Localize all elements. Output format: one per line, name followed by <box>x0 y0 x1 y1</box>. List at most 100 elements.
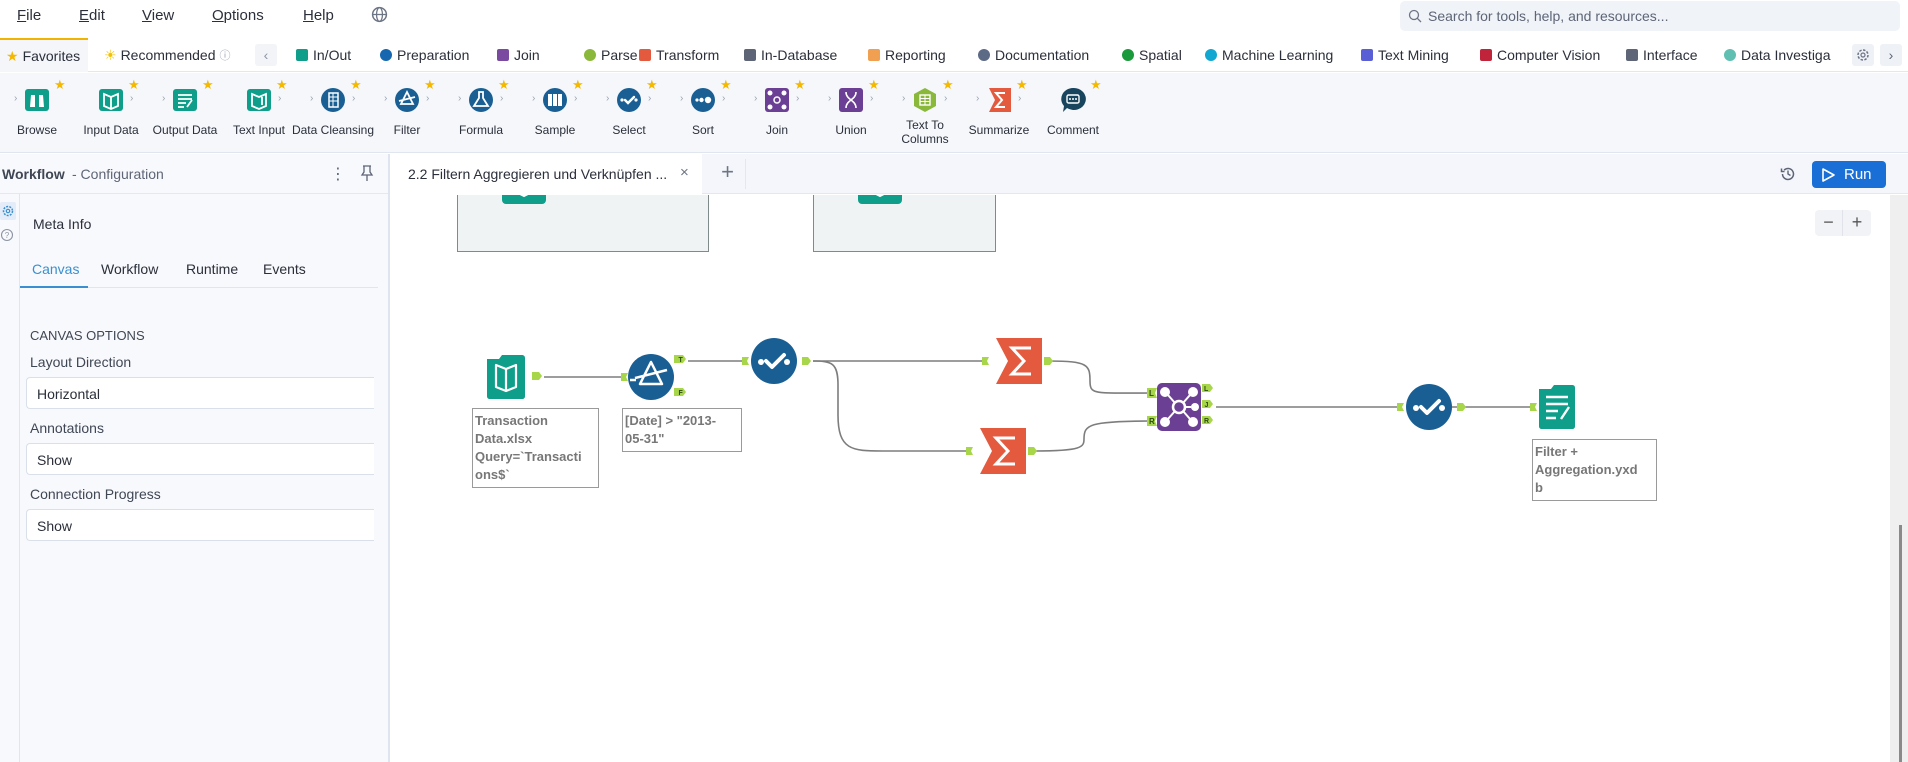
category-settings-button[interactable] <box>1852 44 1874 66</box>
join-network-icon: L R L J R <box>1147 383 1213 431</box>
configuration-rail-button[interactable] <box>0 202 16 220</box>
tab-spatial[interactable]: Spatial <box>1122 38 1182 72</box>
output-data-annotation[interactable]: Filter + Aggregation.yxd b <box>1532 439 1657 501</box>
vertical-scrollbar[interactable] <box>1890 195 1908 762</box>
annotations-select[interactable]: Show <box>26 443 374 475</box>
favorite-star-icon[interactable]: ★ <box>424 77 436 92</box>
tab-transform[interactable]: Transform <box>639 38 719 72</box>
tab-computer-vision[interactable]: Computer Vision <box>1480 38 1600 72</box>
book-icon <box>502 195 546 204</box>
join-node[interactable]: L R L J R <box>1147 381 1219 440</box>
tool-label: Text Input <box>232 123 286 137</box>
tool-sort[interactable]: ››★Sort <box>658 73 748 153</box>
summarize-node[interactable] <box>966 426 1042 481</box>
tool-input-data[interactable]: ›★Input Data <box>66 73 156 153</box>
input-data-annotation[interactable]: Transaction Data.xlsx Query=`Transacti o… <box>472 408 599 488</box>
category-label: Text Mining <box>1378 47 1449 63</box>
favorite-star-icon[interactable]: ★ <box>498 77 510 92</box>
tab-workflow[interactable]: Workflow <box>101 261 159 277</box>
favorite-star-icon[interactable]: ★ <box>1090 77 1102 92</box>
menu-view[interactable]: View <box>142 7 174 24</box>
tool-union[interactable]: ››★Union <box>806 73 896 153</box>
select-node[interactable] <box>742 336 818 391</box>
run-button[interactable]: Run <box>1812 161 1886 188</box>
close-tab-icon[interactable]: × <box>680 164 689 181</box>
favorite-star-icon[interactable]: ★ <box>868 77 880 92</box>
tool-sample[interactable]: ››★Sample <box>510 73 600 153</box>
category-label: Join <box>514 47 540 63</box>
output-data-node[interactable] <box>1530 383 1590 436</box>
tab-events[interactable]: Events <box>263 261 306 277</box>
globe-icon[interactable] <box>371 6 388 23</box>
tab-text-mining[interactable]: Text Mining <box>1361 38 1449 72</box>
menu-edit[interactable]: Edit <box>79 7 105 24</box>
tool-text-input[interactable]: ›★Text Input <box>214 73 304 153</box>
filter-annotation[interactable]: [Date] > "2013- 05-31" <box>622 408 742 452</box>
tab-interface[interactable]: Interface <box>1626 38 1697 72</box>
menu-options[interactable]: Options <box>212 7 264 24</box>
tab-reporting[interactable]: Reporting <box>868 38 946 72</box>
tab-parse[interactable]: Parse <box>584 38 638 72</box>
filter-node[interactable]: T F <box>621 350 693 407</box>
pin-icon[interactable] <box>360 165 374 181</box>
menu-help[interactable]: Help <box>303 7 334 24</box>
menu-file[interactable]: File <box>17 7 41 24</box>
tab-machine-learning[interactable]: Machine Learning <box>1205 38 1333 72</box>
tool-label: Join <box>765 123 788 137</box>
new-tab-button[interactable]: + <box>710 159 746 189</box>
tool-join[interactable]: ››★Join <box>732 73 822 153</box>
tool-data-cleansing[interactable]: ››★Data Cleansing <box>288 73 378 153</box>
favorite-star-icon[interactable]: ★ <box>646 77 658 92</box>
tool-summarize[interactable]: ››★Summarize <box>954 73 1044 153</box>
zoom-in-button[interactable]: + <box>1851 212 1863 232</box>
favorite-star-icon[interactable]: ★ <box>794 77 806 92</box>
help-icon[interactable]: ? <box>0 228 14 242</box>
tool-text-to-columns[interactable]: ››★Text To Columns <box>880 73 970 153</box>
workflow-canvas[interactable]: Transaction Data.xlsx Query=`Transacti o… <box>392 195 1890 762</box>
connection-progress-select[interactable]: Show <box>26 509 374 541</box>
document-tab-bar: 2.2 Filtern Aggregieren und Verknüpfen .… <box>392 154 1908 194</box>
more-options-icon[interactable]: ⋮ <box>330 166 346 183</box>
favorite-star-icon[interactable]: ★ <box>350 77 362 92</box>
workflow-tab[interactable]: 2.2 Filtern Aggregieren und Verknüpfen .… <box>392 154 702 194</box>
tab-recommended[interactable]: ☀Recommended ⓘ <box>104 38 231 72</box>
scroll-left-button[interactable]: ‹ <box>255 44 277 66</box>
tab-runtime[interactable]: Runtime <box>186 261 239 277</box>
favorite-star-icon[interactable]: ★ <box>942 77 954 92</box>
summarize-node[interactable] <box>982 336 1058 391</box>
tool-container[interactable] <box>813 195 996 252</box>
tool-browse[interactable]: ›★Browse <box>0 73 82 153</box>
favorite-star-icon[interactable]: ★ <box>54 77 66 92</box>
tool-output-data[interactable]: ›★Output Data <box>140 73 230 153</box>
sigma-icon <box>989 88 1011 112</box>
tab-data-investiga[interactable]: Data Investiga <box>1724 38 1842 72</box>
tab-documentation[interactable]: Documentation <box>978 38 1089 72</box>
scroll-right-button[interactable]: › <box>1880 44 1902 66</box>
select-node[interactable] <box>1397 382 1473 437</box>
zoom-out-button[interactable]: − <box>1815 210 1843 236</box>
search-input[interactable]: Search for tools, help, and resources... <box>1400 1 1900 31</box>
tab-in-database[interactable]: In-Database <box>744 38 837 72</box>
history-icon[interactable] <box>1779 165 1797 183</box>
tab-preparation[interactable]: Preparation <box>380 38 469 72</box>
favorite-star-icon[interactable]: ★ <box>128 77 140 92</box>
tool-comment[interactable]: ★Comment <box>1028 73 1118 153</box>
favorite-star-icon[interactable]: ★ <box>276 77 288 92</box>
tab-join[interactable]: Join <box>497 38 540 72</box>
tab-canvas[interactable]: Canvas <box>20 254 88 288</box>
favorite-star-icon[interactable]: ★ <box>572 77 584 92</box>
input-data-node[interactable] <box>485 353 545 404</box>
favorite-star-icon[interactable]: ★ <box>1016 77 1028 92</box>
tab-favorites[interactable]: ★Favorites <box>0 38 88 72</box>
tab-in-out[interactable]: In/Out <box>296 38 351 72</box>
tool-select[interactable]: ››★Select <box>584 73 674 153</box>
tool-container[interactable] <box>457 195 709 252</box>
meta-info-heading[interactable]: Meta Info <box>33 216 92 232</box>
scrollbar-thumb[interactable] <box>1899 525 1902 762</box>
favorite-star-icon[interactable]: ★ <box>202 77 214 92</box>
tool-formula[interactable]: ››★Formula <box>436 73 526 153</box>
layout-direction-select[interactable]: Horizontal <box>26 377 374 409</box>
favorite-star-icon[interactable]: ★ <box>720 77 732 92</box>
info-icon[interactable]: ⓘ <box>219 50 231 62</box>
tool-filter[interactable]: ››★Filter <box>362 73 452 153</box>
